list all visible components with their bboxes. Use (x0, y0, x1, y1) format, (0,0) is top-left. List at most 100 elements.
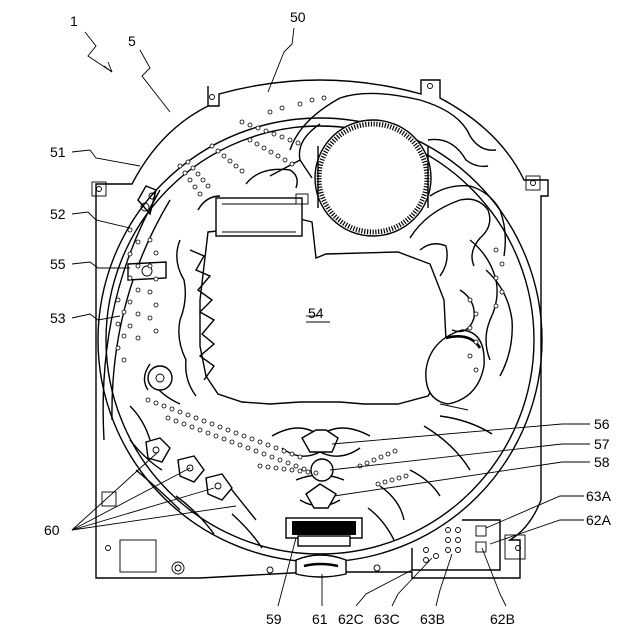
nail-pin (264, 129, 268, 133)
nail-pin (280, 106, 284, 110)
nail-pin (201, 178, 205, 182)
label-50: 50 (290, 9, 306, 25)
nail-pin (386, 452, 390, 456)
nail-pin (230, 440, 234, 444)
nail-pin (128, 300, 132, 304)
nail-pin (128, 228, 132, 232)
nail-pin (148, 264, 152, 268)
label-53: 53 (50, 310, 66, 326)
label-55: 55 (50, 256, 66, 272)
nail-pin (166, 416, 170, 420)
nail-pin (154, 277, 158, 281)
nail-pin (302, 467, 306, 471)
nail-pin (222, 154, 226, 158)
nail-pin (116, 298, 120, 302)
nail-pin (136, 240, 140, 244)
nail-pin (262, 452, 266, 456)
nail-pin (468, 326, 472, 330)
nail-pin (266, 443, 270, 447)
label-54: 54 (308, 305, 324, 321)
nail-pin (288, 138, 292, 142)
label-62B: 62B (490, 611, 515, 627)
nail-pin (238, 443, 242, 447)
nail-pin (154, 251, 158, 255)
nail-pin (254, 449, 258, 453)
nail-pin (310, 98, 314, 102)
nail-pin (190, 425, 194, 429)
nail-pin (122, 310, 126, 314)
nail-pin (365, 461, 369, 465)
nail-pin (286, 461, 290, 465)
nail-pin (270, 455, 274, 459)
label-59: 59 (266, 611, 282, 627)
nail-pin (298, 455, 302, 459)
nail-pin (136, 336, 140, 340)
nail-pin (294, 464, 298, 468)
nail-pin (206, 184, 210, 188)
nail-pin (283, 158, 287, 162)
nail-pin (272, 132, 276, 136)
nail-pin (202, 419, 206, 423)
nail-pin (372, 458, 376, 462)
nail-pin (358, 464, 362, 468)
nail-pin (206, 431, 210, 435)
nail-pin (474, 368, 478, 372)
nail-pin (280, 135, 284, 139)
nail-pin (178, 410, 182, 414)
nail-pin (314, 471, 318, 475)
label-63B: 63B (420, 611, 445, 627)
nail-pin (198, 192, 202, 196)
nail-pin (404, 474, 408, 478)
label-61: 61 (312, 611, 328, 627)
nail-pin (240, 169, 244, 173)
label-58: 58 (594, 454, 610, 470)
nail-pin (122, 334, 126, 338)
nail-pin (183, 171, 187, 175)
nail-pin (290, 452, 294, 456)
nail-pin (162, 404, 166, 408)
nail-pin (274, 466, 278, 470)
nail-pin (182, 422, 186, 426)
nail-pin (248, 138, 252, 142)
nail-pin (282, 449, 286, 453)
nail-pin (128, 276, 132, 280)
nail-pin (268, 110, 272, 114)
nail-pin (122, 358, 126, 362)
nail-pin (186, 413, 190, 417)
nail-pin (258, 464, 262, 468)
label-52: 52 (50, 206, 66, 222)
label-62A: 62A (586, 512, 612, 528)
nail-pin (494, 248, 498, 252)
nail-pin (222, 437, 226, 441)
nail-pin (282, 467, 286, 471)
nail-pin (226, 428, 230, 432)
nail-pin (269, 150, 273, 154)
label-63C: 63C (374, 611, 400, 627)
nail-pin (258, 440, 262, 444)
nail-pin (376, 482, 380, 486)
nail-pin (154, 329, 158, 333)
nail-pin (290, 162, 294, 166)
nail-pin (216, 149, 220, 153)
label-5: 5 (128, 33, 136, 49)
nail-pin (468, 298, 472, 302)
nail-pin (474, 340, 478, 344)
nail-pin (274, 446, 278, 450)
nail-pin (210, 422, 214, 426)
nail-pin (116, 346, 120, 350)
nail-pin (306, 470, 310, 474)
nail-pin (116, 322, 120, 326)
nail-pin (246, 446, 250, 450)
nail-pin (468, 354, 472, 358)
nail-pin (128, 252, 132, 256)
nail-pin (255, 142, 259, 146)
nail-pin (296, 141, 300, 145)
warp-entrance (128, 262, 166, 280)
nail-pin (262, 146, 266, 150)
nail-pin (154, 401, 158, 405)
nail-pin (136, 264, 140, 268)
nail-pin (494, 276, 498, 280)
nail-pin (276, 154, 280, 158)
nail-pin (322, 96, 326, 100)
